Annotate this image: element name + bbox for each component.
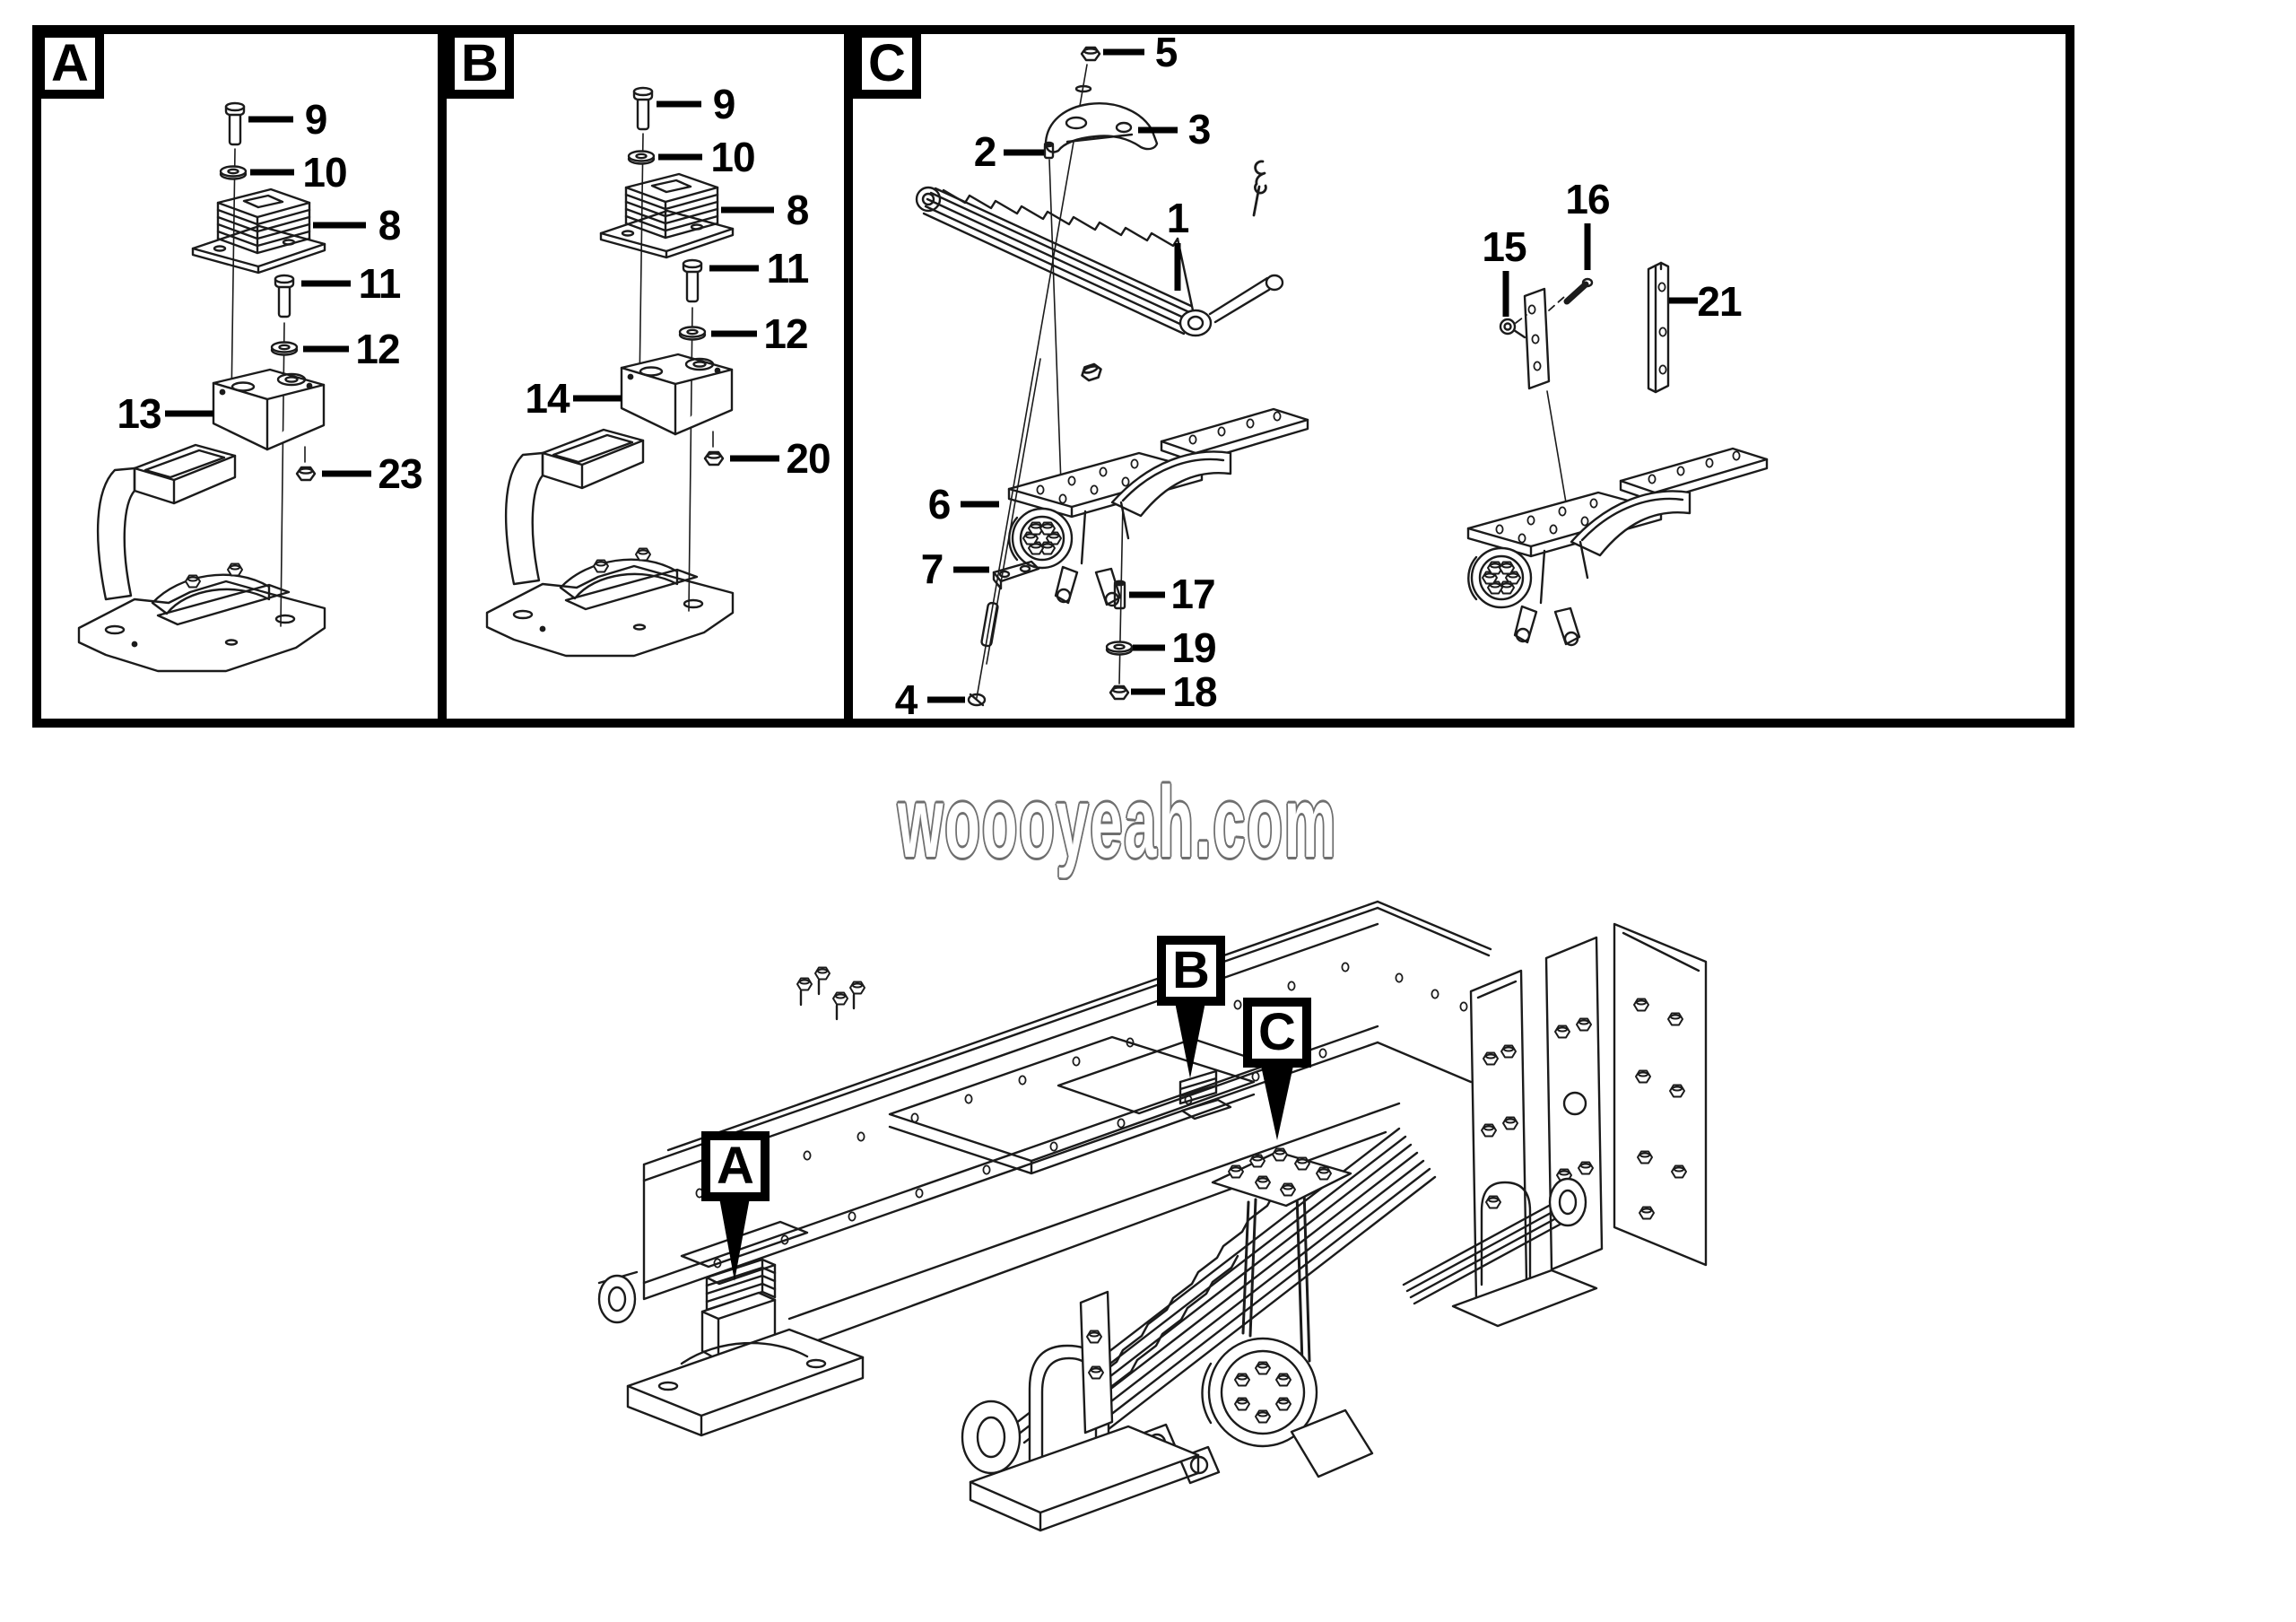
- panel-c-label: C: [853, 29, 921, 99]
- marker-wedges: [719, 1002, 1293, 1281]
- overview-marker-b: B: [1157, 936, 1225, 1006]
- panel-frame: [32, 25, 2074, 728]
- callout-b-20: 20: [786, 435, 831, 482]
- rail-holes: [695, 962, 1468, 1269]
- callout-c-5: 5: [1154, 29, 1178, 75]
- callout-b-8: 8: [786, 187, 810, 233]
- callout-a-23: 23: [378, 450, 422, 497]
- panel-b-label: B: [446, 29, 514, 99]
- left-mount: [597, 1258, 865, 1437]
- rear-plates: [1469, 922, 1708, 1303]
- callout-c-17: 17: [1170, 571, 1215, 617]
- callout-a-9: 9: [304, 96, 328, 143]
- callout-c-21: 21: [1697, 278, 1742, 325]
- callout-a-11: 11: [358, 260, 402, 307]
- callout-b-12: 12: [763, 310, 808, 357]
- callout-b-10: 10: [710, 134, 755, 180]
- overview-marker-c: C: [1243, 998, 1311, 1068]
- callout-a-12: 12: [355, 326, 400, 372]
- hanging-bracket: [1079, 1290, 1114, 1435]
- cross-members: [888, 1035, 1275, 1175]
- callout-c-16: 16: [1565, 176, 1610, 222]
- panel-divider-ab: [438, 25, 447, 728]
- callout-a-8: 8: [378, 202, 402, 249]
- overview-marker-a: A: [701, 1131, 770, 1201]
- callout-c-15: 15: [1482, 223, 1526, 270]
- panel-a-label: A: [36, 29, 104, 99]
- callout-b-14: 14: [525, 375, 570, 422]
- roller-stand: [961, 1344, 1200, 1532]
- far-spring-stand: [1402, 1177, 1598, 1328]
- callout-c-3: 3: [1187, 106, 1212, 153]
- watermark: woooyeah.com: [898, 764, 1656, 880]
- callout-c-18: 18: [1172, 668, 1217, 715]
- watermark-text: woooyeah.com: [898, 766, 1338, 878]
- callout-a-10: 10: [302, 149, 347, 196]
- panel-divider-bc: [844, 25, 853, 728]
- callout-c-6: 6: [927, 481, 952, 528]
- callout-b-9: 9: [712, 81, 736, 127]
- frame-rails: [642, 900, 1492, 1349]
- callout-a-13: 13: [117, 390, 161, 437]
- callout-c-19: 19: [1171, 624, 1216, 671]
- callout-c-1: 1: [1166, 195, 1190, 241]
- leaf-spring-assembly: [1010, 1127, 1437, 1485]
- rail-nut-cluster: [796, 966, 866, 1021]
- callout-c-7: 7: [920, 545, 944, 592]
- overview-artwork: [597, 900, 1708, 1532]
- callout-c-2: 2: [973, 128, 997, 175]
- callout-b-11: 11: [766, 245, 810, 292]
- callout-c-4: 4: [894, 676, 918, 723]
